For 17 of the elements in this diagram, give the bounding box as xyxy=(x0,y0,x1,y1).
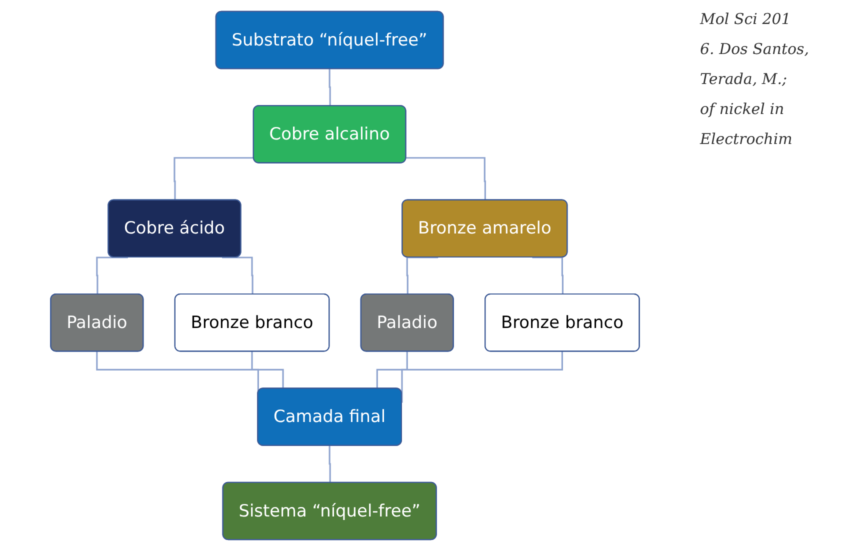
connector xyxy=(376,350,408,389)
reference-text: Terada, M.; xyxy=(700,69,788,90)
connector xyxy=(328,68,331,106)
connector xyxy=(532,256,564,295)
connector xyxy=(222,256,254,295)
reference-text: of nickel in xyxy=(700,99,786,120)
connector xyxy=(251,350,284,389)
connector xyxy=(406,256,438,295)
connector xyxy=(96,256,128,295)
connector xyxy=(328,445,331,483)
flowchart-diagram: Substrato “níquel-free” Cobre alcalino Cobre ácido Bronze amarelo Paladio Bronze branco Paladio Bronze branco Camada final Sistema “níquel-free” xyxy=(0,3,690,548)
reference-text: 6. Dos Santos, xyxy=(700,39,810,60)
connector xyxy=(174,157,254,200)
reference-text: Mol Sci 201 xyxy=(700,9,792,30)
connector xyxy=(406,157,486,200)
reference-text: Electrochim xyxy=(700,129,794,150)
connector xyxy=(401,350,564,403)
